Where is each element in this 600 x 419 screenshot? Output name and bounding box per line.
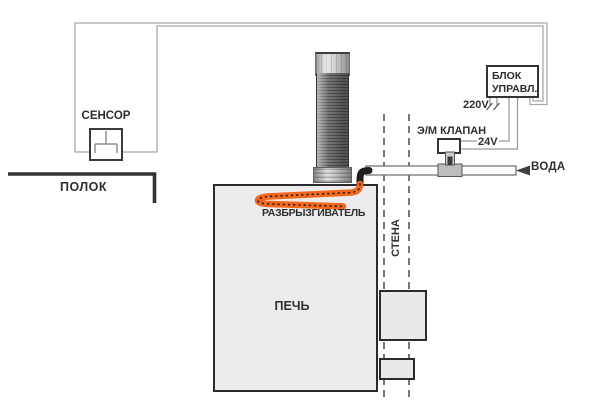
valve-wire-bottom [459, 97, 519, 150]
sprinkler-tube [254, 180, 364, 210]
mains-phase-slash-2 [493, 102, 500, 111]
sensor-wire-outer [74, 22, 548, 153]
valve-stem-core [447, 156, 453, 165]
furnace-box [213, 184, 378, 392]
control-voltage-label: 24V [477, 136, 499, 148]
bench-label: ПОЛОК [60, 180, 108, 194]
mains-voltage-label: 220V [463, 99, 489, 111]
pipe-elbow [356, 167, 373, 189]
sensor-wire-inner [119, 25, 544, 153]
mains-phase-slash-1 [486, 102, 493, 111]
chimney-bottom-band [313, 167, 352, 183]
chimney-mesh-body [316, 73, 349, 169]
furnace-label: ПЕЧЬ [274, 299, 310, 313]
control-unit-label-line1: БЛОК [492, 70, 522, 82]
water-flow-arrow [516, 165, 530, 176]
valve-label: Э/М КЛАПАН [417, 125, 487, 137]
control-unit-box: БЛОК УПРАВЛ. [486, 65, 539, 98]
control-unit-label-line2: УПРАВЛ. [492, 83, 538, 96]
bench-line [8, 172, 157, 203]
sensor-box [89, 128, 123, 161]
sprinkler-label: РАЗБРЫЗГИВАТЕЛЬ [262, 207, 366, 219]
furnace-duct-lower [379, 358, 415, 380]
sensor-label: СЕНСОР [81, 110, 131, 122]
chimney [313, 52, 352, 183]
sprinkler-perforation-dots [257, 183, 361, 208]
pipe-tee-fitting [437, 163, 463, 177]
water-label: ВОДА [531, 161, 566, 173]
furnace-duct-upper [379, 290, 427, 341]
wall-label: СТЕНА [390, 219, 402, 257]
valve-wire-top [459, 97, 510, 142]
sensor-contact-symbol [94, 131, 118, 153]
